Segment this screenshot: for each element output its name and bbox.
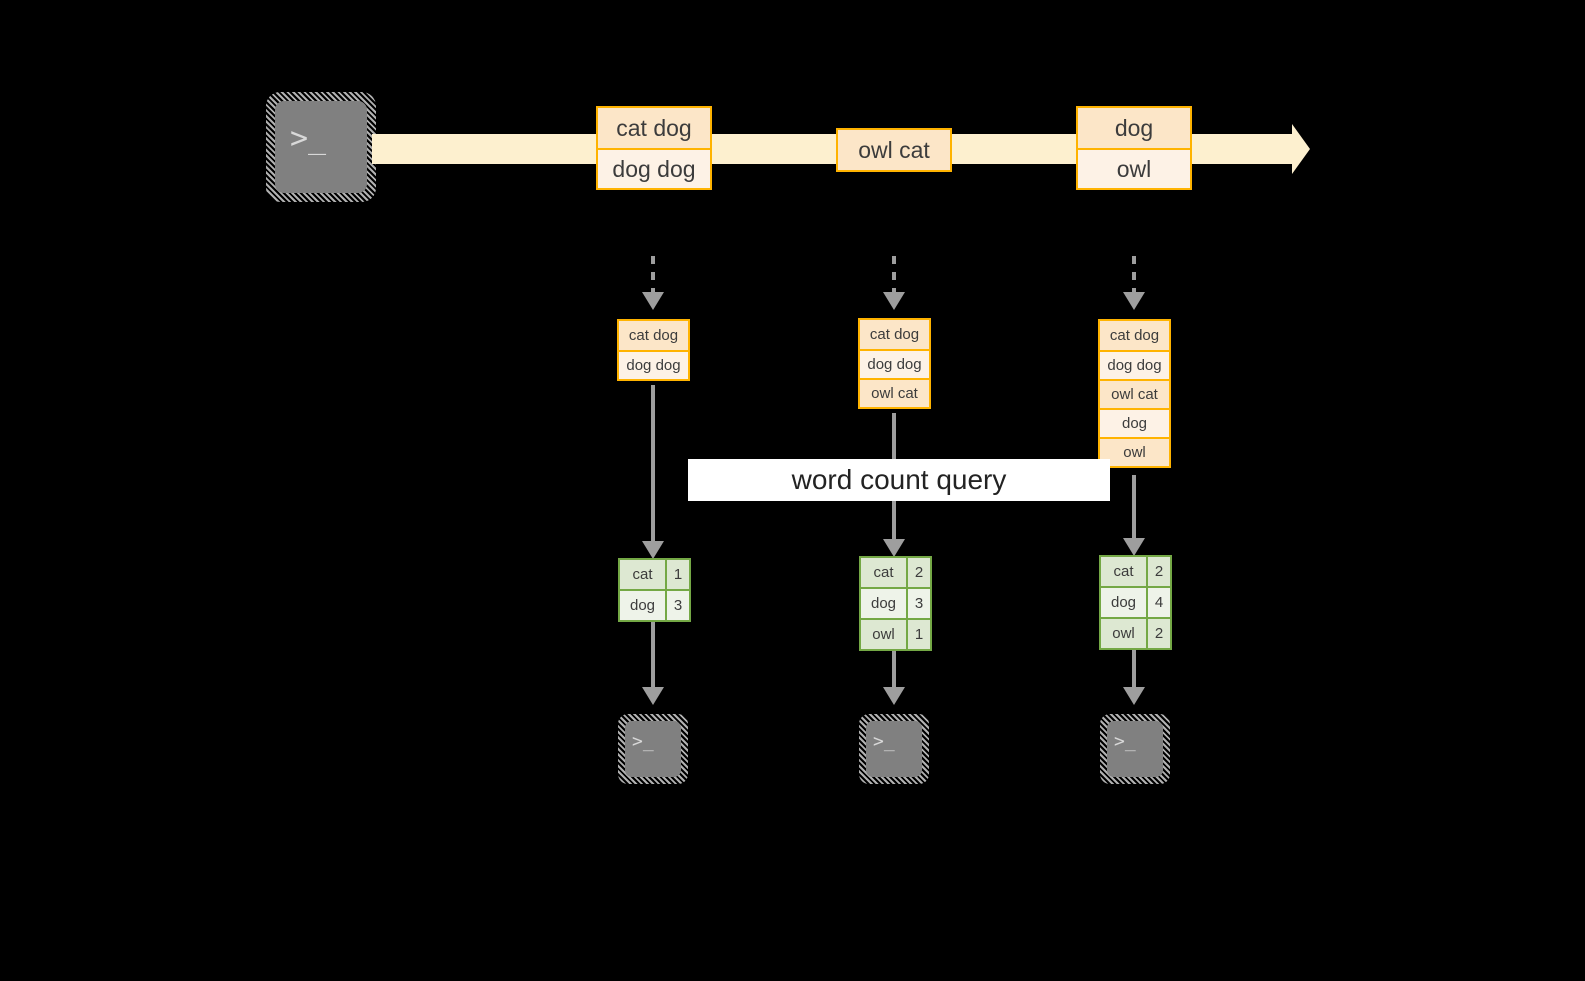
result-table-column-3: cat 2 dog 4 owl 2	[1099, 555, 1172, 650]
stream-arrowhead	[1292, 124, 1310, 174]
terminal-prompt-glyph: >_	[873, 731, 895, 752]
result-to-sink-arrowhead-3	[1123, 687, 1145, 705]
input-to-result-connector-1	[651, 385, 655, 550]
result-table-column-2: cat 2 dog 3 owl 1	[859, 556, 932, 651]
result-row: dog 4	[1101, 586, 1170, 617]
source-terminal-icon: >_	[266, 92, 376, 202]
result-row: cat 1	[620, 560, 689, 589]
result-word: dog	[861, 589, 906, 618]
terminal-body	[275, 101, 367, 193]
result-row: cat 2	[1101, 557, 1170, 586]
result-count: 2	[1146, 557, 1170, 586]
result-count: 1	[665, 560, 689, 589]
input-to-result-arrowhead-2	[883, 539, 905, 557]
stream-batch-2: owl cat	[836, 128, 952, 172]
result-word: dog	[1101, 588, 1146, 617]
result-count: 4	[1146, 588, 1170, 617]
result-count: 2	[1146, 619, 1170, 648]
input-table-column-2: cat dog dog dog owl cat	[858, 318, 931, 409]
input-record: dog dog	[860, 349, 929, 378]
input-to-result-connector-3	[1132, 475, 1136, 547]
result-table-column-1: cat 1 dog 3	[618, 558, 691, 622]
input-table-column-3: cat dog dog dog owl cat dog owl	[1098, 319, 1171, 468]
query-label: word count query	[688, 459, 1110, 501]
stream-record: cat dog	[598, 108, 710, 148]
result-word: cat	[861, 558, 906, 587]
input-record: cat dog	[619, 321, 688, 350]
input-to-result-arrowhead-1	[642, 541, 664, 559]
result-to-sink-connector-2	[892, 650, 896, 695]
result-row: dog 3	[620, 589, 689, 620]
result-word: cat	[620, 560, 665, 589]
stream-record: dog dog	[598, 148, 710, 188]
stream-record: owl cat	[838, 130, 950, 170]
input-record: dog dog	[619, 350, 688, 379]
sink-terminal-icon-column-3: >_	[1100, 714, 1170, 784]
input-table-column-1: cat dog dog dog	[617, 319, 690, 381]
result-word: dog	[620, 591, 665, 620]
stream-batch-1: cat dog dog dog	[596, 106, 712, 190]
terminal-body	[1107, 721, 1163, 777]
stream-batch-3: dog owl	[1076, 106, 1192, 190]
terminal-body	[866, 721, 922, 777]
result-word: cat	[1101, 557, 1146, 586]
result-word: owl	[1101, 619, 1146, 648]
result-row: owl 1	[861, 618, 930, 649]
sink-terminal-icon-column-2: >_	[859, 714, 929, 784]
batch-to-input-arrowhead-3	[1123, 292, 1145, 310]
result-to-sink-connector-1	[651, 620, 655, 695]
input-record: owl	[1100, 437, 1169, 466]
result-count: 3	[906, 589, 930, 618]
input-record: cat dog	[1100, 321, 1169, 350]
result-to-sink-arrowhead-1	[642, 687, 664, 705]
result-count: 1	[906, 620, 930, 649]
batch-to-input-arrowhead-2	[883, 292, 905, 310]
terminal-prompt-glyph: >_	[1114, 731, 1136, 752]
stream-record: dog	[1078, 108, 1190, 148]
input-to-result-arrowhead-3	[1123, 538, 1145, 556]
result-word: owl	[861, 620, 906, 649]
result-to-sink-connector-3	[1132, 649, 1136, 695]
result-row: cat 2	[861, 558, 930, 587]
batch-to-input-connector-2	[892, 256, 896, 296]
input-record: dog	[1100, 408, 1169, 437]
stream-record: owl	[1078, 148, 1190, 188]
terminal-body	[625, 721, 681, 777]
result-count: 2	[906, 558, 930, 587]
result-count: 3	[665, 591, 689, 620]
sink-terminal-icon-column-1: >_	[618, 714, 688, 784]
result-row: owl 2	[1101, 617, 1170, 648]
terminal-prompt-glyph: >_	[290, 121, 327, 156]
batch-to-input-arrowhead-1	[642, 292, 664, 310]
input-record: cat dog	[860, 320, 929, 349]
result-row: dog 3	[861, 587, 930, 618]
input-record: owl cat	[860, 378, 929, 407]
batch-to-input-connector-3	[1132, 256, 1136, 296]
batch-to-input-connector-1	[651, 256, 655, 296]
terminal-prompt-glyph: >_	[632, 731, 654, 752]
input-record: owl cat	[1100, 379, 1169, 408]
input-record: dog dog	[1100, 350, 1169, 379]
result-to-sink-arrowhead-2	[883, 687, 905, 705]
